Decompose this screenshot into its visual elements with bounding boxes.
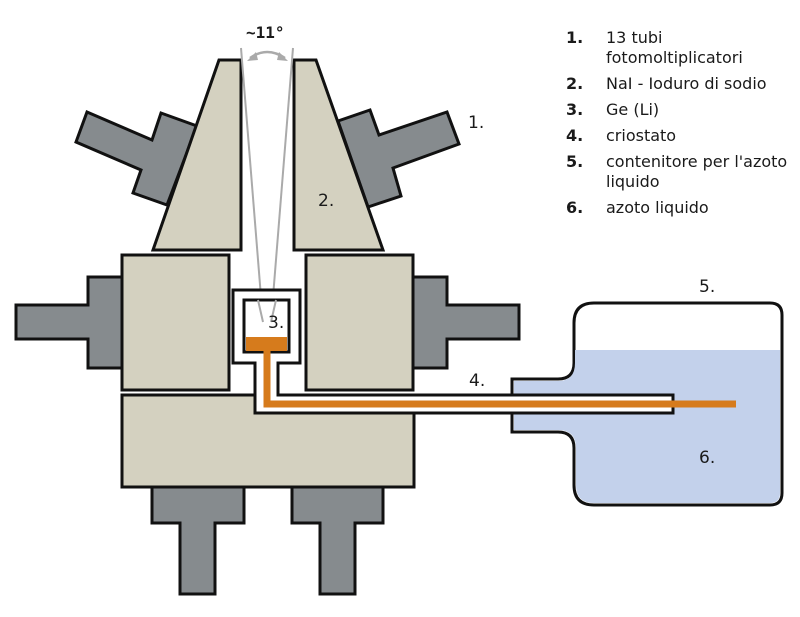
- callout-4: 4.: [469, 371, 485, 391]
- beam-tip-right: [270, 299, 277, 323]
- legend-number: 3.: [566, 100, 584, 119]
- arrowhead-right-icon: [277, 52, 288, 61]
- nai-wedge-right: [292, 58, 386, 252]
- legend-number: 6.: [566, 198, 584, 217]
- legend-text: 13 tubi fotomoltiplicatori: [606, 28, 743, 67]
- beam-line-right: [270, 47, 294, 323]
- legend: 1. 13 tubi fotomoltiplicatori 2. NaI - I…: [566, 28, 800, 224]
- pmt-bottom-right: [290, 485, 385, 596]
- legend-number: 2.: [566, 74, 584, 93]
- angle-label: ~11°: [246, 23, 285, 42]
- arrowhead-left-icon: [247, 52, 258, 61]
- legend-item: 4. criostato: [566, 126, 800, 146]
- pmt-bottom-left: [150, 485, 246, 596]
- callout-5: 5.: [699, 277, 715, 297]
- legend-item: 1. 13 tubi fotomoltiplicatori: [566, 28, 800, 68]
- pmt-middle-right: [411, 275, 521, 370]
- beam-line-left: [240, 47, 264, 323]
- legend-number: 5.: [566, 152, 584, 171]
- callout-3: 3.: [268, 313, 284, 333]
- legend-text: azoto liquido: [606, 198, 709, 217]
- nai-block-right: [304, 253, 415, 392]
- callout-2: 2.: [318, 191, 334, 211]
- cold-finger: [263, 344, 736, 408]
- legend-text: contenitore per l'azoto liquido: [606, 152, 788, 191]
- legend-text: criostato: [606, 126, 677, 145]
- callout-6: 6.: [699, 448, 715, 468]
- pmt-upper-left: [74, 109, 199, 207]
- legend-text: NaI - Ioduro di sodio: [606, 74, 767, 93]
- beam-tip-left: [257, 299, 264, 323]
- nai-wedge-left: [150, 58, 243, 252]
- liquid-nitrogen: [514, 350, 780, 503]
- pmt-middle-left: [14, 275, 124, 370]
- pmt-upper-right: [336, 108, 461, 209]
- nai-block-left: [120, 253, 231, 392]
- legend-item: 5. contenitore per l'azoto liquido: [566, 152, 800, 192]
- legend-item: 3. Ge (Li): [566, 100, 800, 120]
- callout-1: 1.: [468, 113, 484, 133]
- legend-item: 2. NaI - Ioduro di sodio: [566, 74, 800, 94]
- legend-text: Ge (Li): [606, 100, 660, 119]
- legend-item: 6. azoto liquido: [566, 198, 800, 218]
- legend-number: 4.: [566, 126, 584, 145]
- legend-number: 1.: [566, 28, 584, 47]
